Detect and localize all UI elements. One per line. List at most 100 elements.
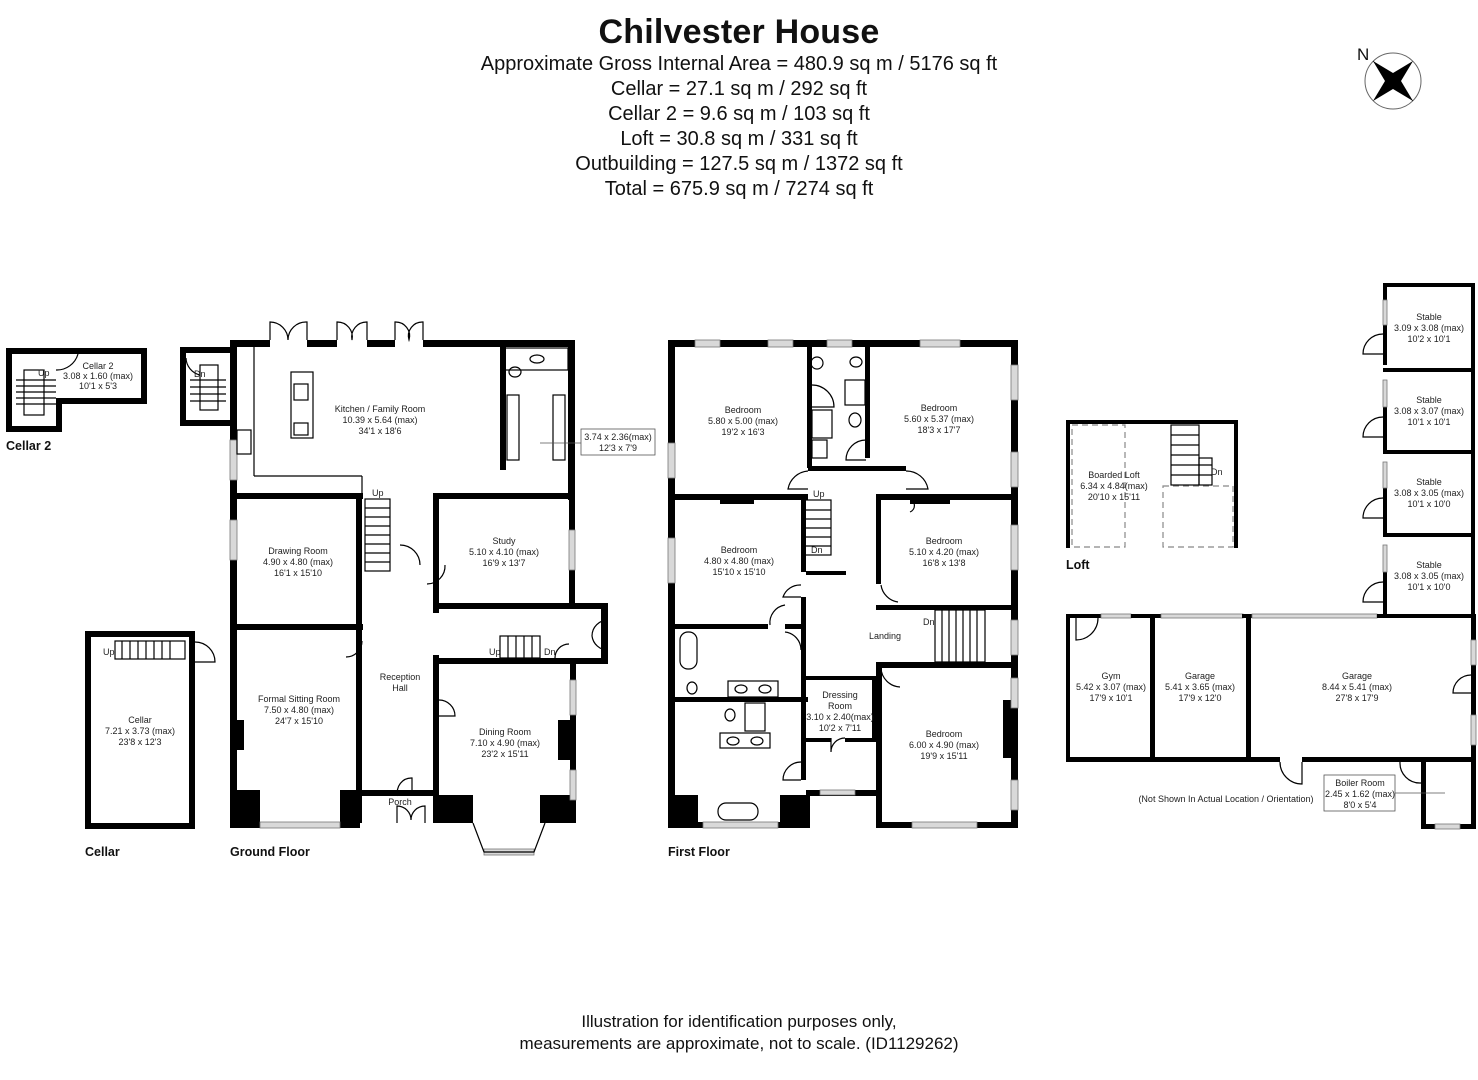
boiler-room-callout: Boiler Room 2.45 x 1.62 (max) 8'0 x 5'4 xyxy=(1323,774,1445,812)
bedroom4-imperial: 16'8 x 13'8 xyxy=(923,558,966,568)
stable3-metric: 3.08 x 3.05 (max) xyxy=(1394,488,1464,498)
study-imperial: 16'9 x 13'7 xyxy=(483,558,526,568)
stable2-imperial: 10'1 x 10'1 xyxy=(1408,417,1451,427)
kitchen-imperial: 34'1 x 18'6 xyxy=(359,426,402,436)
sitting-room-imperial: 24'7 x 15'10 xyxy=(275,716,323,726)
stable4-name: Stable xyxy=(1416,560,1442,570)
floor-label-loft: Loft xyxy=(1066,558,1090,572)
stable3-name: Stable xyxy=(1416,477,1442,487)
study-metric: 5.10 x 4.10 (max) xyxy=(469,547,539,557)
dressing-room-imperial: 10'2 x 7'11 xyxy=(819,723,861,733)
boiler-room-metric: 2.45 x 1.62 (max) xyxy=(1325,789,1395,799)
bedroom3-imperial: 15'10 x 15'10 xyxy=(713,567,766,577)
property-title: Chilvester House xyxy=(598,13,880,51)
utility-dimension-callout: 3.74 x 2.36(max) 12'3 x 7'9 xyxy=(540,428,656,456)
stable3-imperial: 10'1 x 10'0 xyxy=(1408,499,1451,509)
dressing-room-name-1: Dressing xyxy=(822,690,858,700)
floor-label-cellar: Cellar xyxy=(85,845,120,859)
stable4-imperial: 10'1 x 10'0 xyxy=(1408,582,1451,592)
dressing-room-metric: 3.10 x 2.40(max) xyxy=(806,712,874,722)
ground-floor-plan: Dn xyxy=(180,321,656,859)
floor-label-cellar2: Cellar 2 xyxy=(6,439,51,453)
loft-plan: Dn Boarded Loft 6.34 x 4.84(max) 20'10 x… xyxy=(1066,420,1238,572)
drawing-room-name: Drawing Room xyxy=(268,546,328,556)
reception-hall-name-1: Reception xyxy=(380,672,421,682)
garage2-metric: 8.44 x 5.41 (max) xyxy=(1322,682,1392,692)
stable1-imperial: 10'2 x 10'1 xyxy=(1408,334,1451,344)
area-loft: Loft = 30.8 sq m / 331 sq ft xyxy=(620,128,858,150)
bedroom1-metric: 5.80 x 5.00 (max) xyxy=(708,416,778,426)
plan-header: Chilvester House Approximate Gross Inter… xyxy=(0,12,1478,202)
cellar-plan: Up Cellar 7.21 x 3.73 (max) 23'8 x 12'3 … xyxy=(85,631,216,859)
stair-down-label: Dn xyxy=(544,647,556,657)
stair-up-label: Up xyxy=(489,647,501,657)
dining-room-imperial: 23'2 x 15'11 xyxy=(481,749,528,759)
stable4-metric: 3.08 x 3.05 (max) xyxy=(1394,571,1464,581)
cellar2-imperial: 10'1 x 5'3 xyxy=(79,381,117,391)
stair-down-label: Dn xyxy=(811,545,823,555)
bedroom4-name: Bedroom xyxy=(926,536,963,546)
stair-down-label: Dn xyxy=(923,617,935,627)
cellar-metric: 7.21 x 3.73 (max) xyxy=(105,726,175,736)
landing-name: Landing xyxy=(869,631,901,641)
cellar2-metric: 3.08 x 1.60 (max) xyxy=(63,371,133,381)
garage1-imperial: 17'9 x 12'0 xyxy=(1179,693,1222,703)
area-outbuilding: Outbuilding = 127.5 sq m / 1372 sq ft xyxy=(575,153,903,175)
bedroom2-name: Bedroom xyxy=(921,403,958,413)
boiler-room-name: Boiler Room xyxy=(1335,778,1385,788)
porch-name: Porch xyxy=(388,797,412,807)
study-name: Study xyxy=(492,536,516,546)
sitting-room-name: Formal Sitting Room xyxy=(258,694,340,704)
outbuilding-plan: Stable 3.09 x 3.08 (max) 10'2 x 10'1 Sta… xyxy=(1066,283,1477,830)
stable2-metric: 3.08 x 3.07 (max) xyxy=(1394,406,1464,416)
floor-label-first: First Floor xyxy=(668,845,730,859)
bedroom4-metric: 5.10 x 4.20 (max) xyxy=(909,547,979,557)
stable1-name: Stable xyxy=(1416,312,1442,322)
outbuilding-location-note: (Not Shown In Actual Location / Orientat… xyxy=(1138,794,1313,804)
loft-imperial: 20'10 x 15'11 xyxy=(1088,492,1140,502)
utility-imperial: 12'3 x 7'9 xyxy=(599,443,637,453)
disclaimer-line-1: Illustration for identification purposes… xyxy=(581,1012,897,1031)
drawing-room-imperial: 16'1 x 15'10 xyxy=(274,568,322,578)
disclaimer: Illustration for identification purposes… xyxy=(0,1011,1478,1055)
area-cellar: Cellar = 27.1 sq m / 292 sq ft xyxy=(610,78,868,100)
disclaimer-line-2: measurements are approximate, not to sca… xyxy=(519,1034,959,1053)
stair-up-label: Up xyxy=(372,488,384,498)
bedroom3-metric: 4.80 x 4.80 (max) xyxy=(704,556,774,566)
cellar-imperial: 23'8 x 12'3 xyxy=(119,737,162,747)
stable2-name: Stable xyxy=(1416,395,1442,405)
compass-rose-icon: N xyxy=(1357,45,1422,110)
kitchen-metric: 10.39 x 5.64 (max) xyxy=(342,415,417,425)
area-cellar2: Cellar 2 = 9.6 sq m / 103 sq ft xyxy=(608,103,870,125)
reception-hall-name-2: Hall xyxy=(392,683,408,693)
cellar-name: Cellar xyxy=(128,715,152,725)
loft-metric: 6.34 x 4.84(max) xyxy=(1080,481,1148,491)
bedroom5-metric: 6.00 x 4.90 (max) xyxy=(909,740,979,750)
dressing-room-name-2: Room xyxy=(828,701,852,711)
bedroom2-imperial: 18'3 x 17'7 xyxy=(918,425,961,435)
garage1-metric: 5.41 x 3.65 (max) xyxy=(1165,682,1235,692)
bedroom1-name: Bedroom xyxy=(725,405,762,415)
first-floor-plan: Up Dn Dn Bedroom 5.80 x 5.00 (max) 19'2 … xyxy=(667,339,1019,859)
stair-up-label: Up xyxy=(38,368,50,378)
bedroom2-metric: 5.60 x 5.37 (max) xyxy=(904,414,974,424)
bedroom5-imperial: 19'9 x 15'11 xyxy=(920,751,967,761)
loft-name: Boarded Loft xyxy=(1088,470,1140,480)
cellar2-plan: Up Cellar 2 3.08 x 1.60 (max) 10'1 x 5'3… xyxy=(6,348,147,453)
floor-label-ground: Ground Floor xyxy=(230,845,310,859)
area-total: Total = 675.9 sq m / 7274 sq ft xyxy=(604,178,874,200)
bedroom3-name: Bedroom xyxy=(721,545,758,555)
stable1-metric: 3.09 x 3.08 (max) xyxy=(1394,323,1464,333)
area-gross: Approximate Gross Internal Area = 480.9 … xyxy=(480,53,998,75)
cellar2-name: Cellar 2 xyxy=(82,361,113,371)
bedroom5-name: Bedroom xyxy=(926,729,963,739)
drawing-room-metric: 4.90 x 4.80 (max) xyxy=(263,557,333,567)
utility-metric: 3.74 x 2.36(max) xyxy=(584,432,652,442)
garage2-imperial: 27'8 x 17'9 xyxy=(1336,693,1379,703)
gym-imperial: 17'9 x 10'1 xyxy=(1090,693,1133,703)
dining-room-metric: 7.10 x 4.90 (max) xyxy=(470,738,540,748)
stair-down-label: Dn xyxy=(194,369,206,379)
stair-up-label: Up xyxy=(813,489,825,499)
sitting-room-metric: 7.50 x 4.80 (max) xyxy=(264,705,334,715)
